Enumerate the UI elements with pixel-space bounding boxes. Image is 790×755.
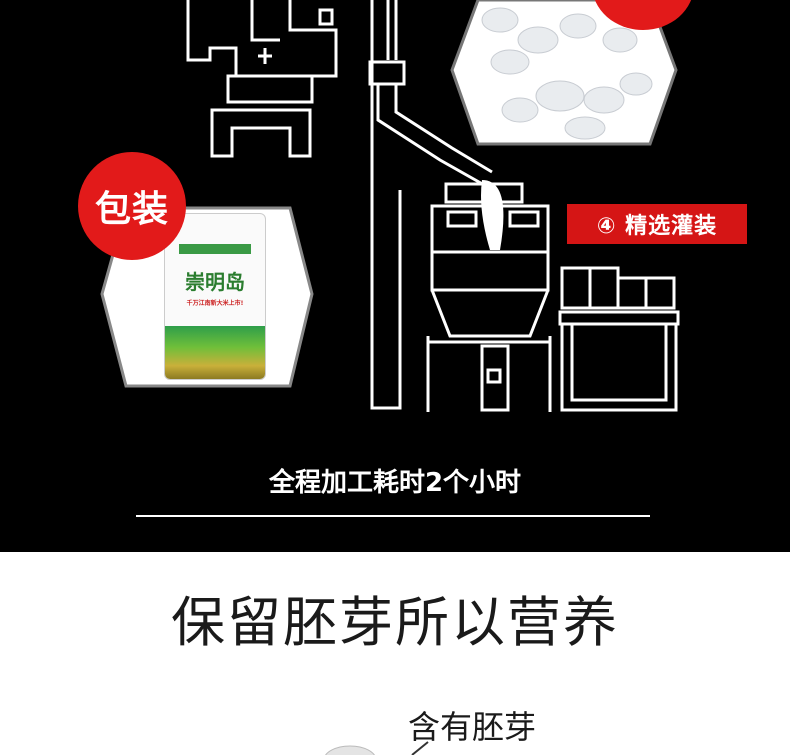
process-banner: 崇明岛 千万江南新大米上市! 包装 ④ 精选灌装 全程加工耗时2个小时 (0, 0, 790, 552)
section-divider (0, 552, 790, 558)
caption-underline (136, 515, 650, 517)
rice-grain-image (325, 745, 375, 755)
step-4-label: ④ 精选灌装 (567, 204, 747, 244)
processing-time-caption: 全程加工耗时2个小时 (268, 468, 522, 498)
bag-brand: 崇明岛 (185, 270, 245, 294)
bag-label-band (179, 244, 251, 254)
bag-slogan: 千万江南新大米上市! (186, 300, 244, 307)
packaging-badge: 包装 (78, 152, 186, 260)
rice-bag-image: 崇明岛 千万江南新大米上市! (164, 213, 266, 380)
germ-label: 含有胚芽 (408, 708, 537, 746)
bag-field-image (165, 326, 265, 379)
section-title: 保留胚芽所以营养 (171, 591, 619, 654)
